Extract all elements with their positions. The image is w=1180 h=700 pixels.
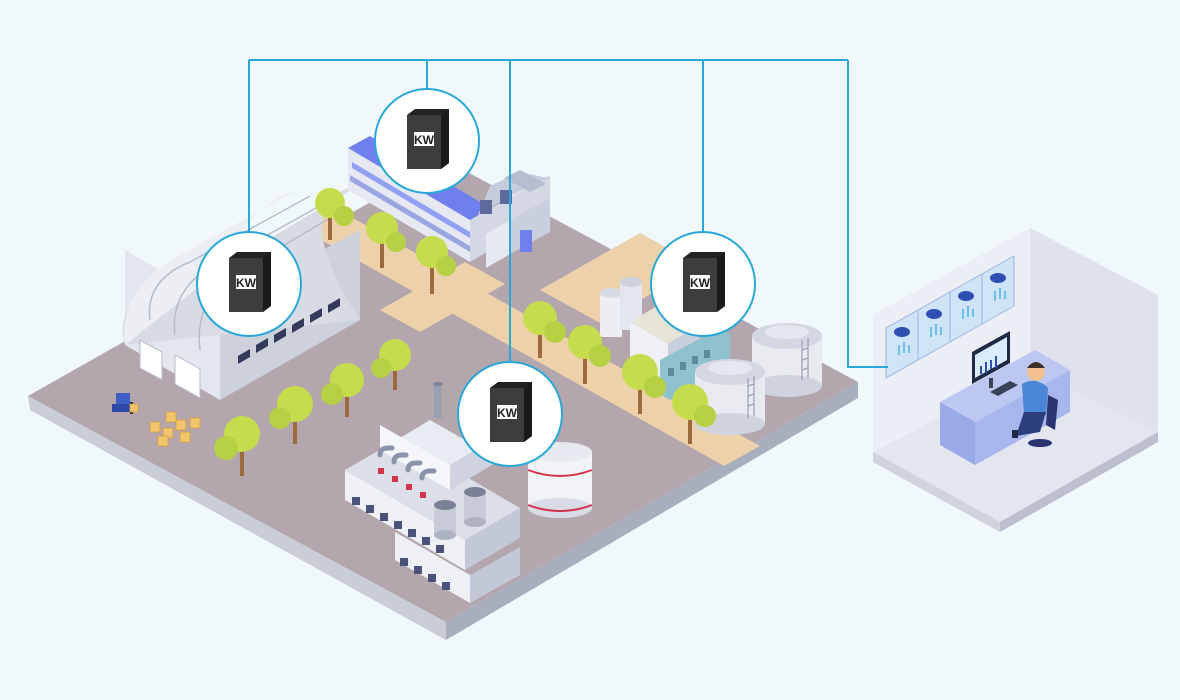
- meter-label: KW: [236, 276, 257, 290]
- cargo-boxes: [129, 403, 201, 447]
- tree: [672, 384, 716, 444]
- tank-farm: [600, 277, 822, 435]
- meter-label: KW: [414, 133, 435, 147]
- tree: [371, 339, 411, 390]
- tree: [214, 416, 260, 476]
- office-chair: [1046, 395, 1058, 430]
- meter-badge-tanks: KW: [650, 231, 756, 337]
- network-connections: [248, 59, 888, 368]
- meter-badge-office: KW: [374, 88, 480, 194]
- meter-label: KW: [497, 406, 518, 420]
- control-room: [873, 228, 1158, 532]
- tree: [523, 301, 566, 358]
- trees: [214, 188, 716, 476]
- main-road: [300, 208, 760, 466]
- operator-person: [1012, 362, 1058, 447]
- wall-dashboard-screens: [885, 255, 1015, 379]
- side-road-left: [380, 262, 505, 332]
- warehouse-windows: [238, 298, 340, 364]
- keyboard-icon: [990, 381, 1018, 396]
- factory-building: [345, 382, 520, 603]
- tree: [416, 236, 456, 294]
- tree: [568, 325, 611, 384]
- tree: [269, 386, 313, 444]
- tree: [622, 354, 666, 414]
- tree: [315, 188, 354, 240]
- energy-meter-icon: KW: [407, 109, 449, 169]
- link-control-room: [847, 60, 888, 368]
- meter-label: KW: [690, 276, 711, 290]
- tree: [321, 363, 364, 417]
- energy-meter-icon: KW: [229, 252, 271, 312]
- meter-badge-warehouse: KW: [196, 231, 302, 337]
- ground-platform: [28, 160, 858, 640]
- meter-badge-factory: KW: [457, 361, 563, 467]
- energy-meter-icon: KW: [490, 382, 532, 442]
- tree: [366, 212, 406, 268]
- energy-meter-icon: KW: [683, 252, 725, 312]
- desk-monitor: [972, 331, 1018, 396]
- large-tank-1: [752, 323, 822, 397]
